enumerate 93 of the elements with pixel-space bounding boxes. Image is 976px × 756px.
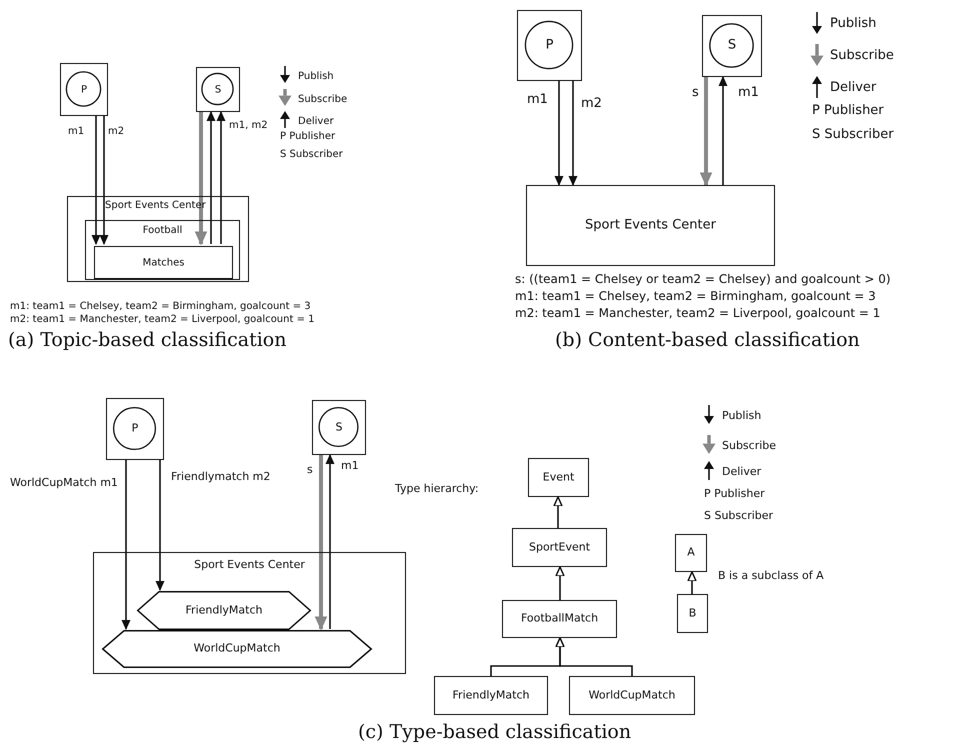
class-box [94, 246, 233, 279]
hexagon-node [137, 591, 311, 630]
node-label: Sport Events Center [105, 200, 206, 212]
legend-text: Publish [722, 410, 762, 423]
edge-label: m1 [527, 93, 548, 108]
arrow [554, 81, 564, 186]
legend-text: Publish [298, 71, 334, 82]
note-text: m1: team1 = Chelsey, team2 = Birmingham, goalcount = 3 [515, 290, 876, 304]
edge-label: Friendlymatch m2 [171, 471, 270, 484]
class-box [569, 676, 695, 715]
container-box [67, 196, 249, 282]
legend-text: Subscribe [830, 49, 894, 64]
node-label: S [336, 421, 342, 434]
actor-node [517, 10, 582, 81]
note-text: Type hierarchy: [395, 483, 479, 496]
figure-caption: (b) Content-based classification [555, 330, 860, 352]
edge-label: s [692, 86, 699, 101]
node-label: FriendlyMatch [186, 604, 262, 617]
actor-node [196, 67, 240, 112]
actor-node [312, 400, 366, 455]
legend-text: S Subscriber [280, 149, 343, 160]
note-text: s: ((team1 = Chelsey or team2 = Chelsey) and goalcount > 0) [515, 273, 891, 287]
node-label: P [132, 422, 138, 436]
arrow [92, 116, 100, 245]
node-label: WorldCupMatch [194, 642, 280, 656]
edge-label: m1 [341, 460, 359, 473]
arrow [100, 116, 108, 245]
inheritance-arrow [555, 637, 633, 676]
legend-text: P Publisher [280, 131, 336, 142]
legend-text: S Subscriber [704, 510, 774, 523]
arrow [156, 460, 164, 591]
figure-caption: (c) Type-based classification [358, 722, 632, 744]
arrow [194, 112, 208, 246]
node-label: FootballMatch [520, 612, 598, 626]
legend-text: Deliver [722, 466, 762, 479]
edge-label: m2 [581, 97, 602, 112]
actor-node [60, 63, 108, 116]
edge-label: s [307, 464, 313, 477]
container-box [85, 220, 240, 280]
note-text: m2: team1 = Manchester, team2 = Liverpool, goalcount = 1 [515, 307, 880, 321]
arrow [216, 111, 226, 244]
class-box [677, 594, 708, 633]
edge-label: m1 [738, 86, 759, 101]
node-label: Event [542, 471, 574, 484]
arrow [700, 77, 712, 186]
class-box [675, 534, 707, 572]
node-label: B [688, 607, 696, 620]
legend-text: Deliver [830, 81, 876, 96]
class-box [528, 458, 589, 497]
class-box [512, 528, 607, 567]
edge-label: m1, m2 [229, 120, 268, 132]
actor-node [702, 15, 762, 77]
node-label: SportEvent [528, 541, 590, 554]
arrow [326, 454, 334, 629]
node-label: A [687, 546, 695, 560]
arrow [206, 111, 216, 244]
node-label: FriendlyMatch [452, 689, 530, 702]
arrow [122, 460, 130, 630]
legend-text: Subscribe [722, 440, 776, 453]
node-label: P [546, 38, 554, 53]
legend-text: Publish [830, 17, 876, 32]
legend-text: Subscribe [298, 94, 348, 106]
node-label: Football [142, 225, 182, 236]
inheritance-arrow [555, 566, 565, 600]
class-box [526, 185, 775, 266]
arrow [718, 76, 728, 185]
hexagon-node [102, 630, 372, 668]
container-box [93, 552, 406, 674]
figure-caption: (a) Topic-based classification [8, 330, 286, 352]
edge-label: m1 [68, 126, 84, 138]
note-text: m2: team1 = Manchester, team2 = Liverpool, goalcount = 1 [10, 314, 315, 326]
node-label: Matches [142, 256, 184, 268]
inheritance-arrow [553, 496, 563, 528]
node-label: S [728, 38, 736, 54]
node-label: Sport Events Center [585, 218, 716, 233]
node-label: S [214, 84, 222, 96]
note-text: B is a subclass of A [718, 570, 824, 583]
inheritance-arrow [687, 571, 697, 594]
node-label: Sport Events Center [194, 559, 305, 572]
edge-label: WorldCupMatch m1 [10, 477, 118, 490]
node-label: P [80, 84, 88, 96]
legend-text: Deliver [298, 116, 334, 128]
legend-text: P Publisher [704, 488, 765, 501]
class-box [502, 600, 617, 638]
legend-text: S Subscriber [812, 128, 894, 143]
node-label: WorldCupMatch [588, 689, 676, 702]
arrow [314, 455, 328, 630]
class-box [434, 676, 548, 715]
note-text: m1: team1 = Chelsey, team2 = Birmingham, goalcount = 3 [10, 301, 311, 312]
arrow [568, 81, 578, 186]
actor-node [106, 398, 164, 460]
legend-text: P Publisher [812, 104, 884, 119]
edge-label: m2 [108, 126, 124, 138]
